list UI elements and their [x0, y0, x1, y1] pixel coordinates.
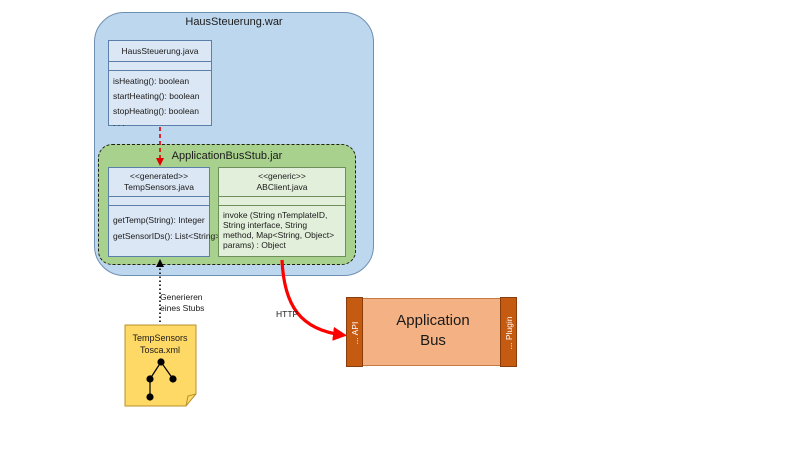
- http-arrow: [280, 259, 347, 341]
- note-label-line: Tosca.xml: [139, 345, 180, 355]
- operations-compartment: invoke (String nTemplateID, String inter…: [219, 205, 345, 252]
- tree-icon: [146, 358, 177, 401]
- operation: startHeating(): boolean: [113, 91, 200, 101]
- tosca-note-label: TempSensors Tosca.xml: [126, 332, 194, 356]
- operation: getSensorIDs(): List<String>: [113, 231, 221, 241]
- application-bus-label: Application Bus: [356, 311, 510, 351]
- operation-line: invoke (String nTemplateID,: [223, 210, 328, 220]
- operation: isHeating(): boolean: [113, 76, 190, 86]
- operations-compartment: getTemp(String): Integer getSensorIDs():…: [109, 205, 221, 246]
- temp-sensors-header: <<generated>> TempSensors.java: [109, 168, 209, 196]
- bus-label-line: Application: [396, 312, 470, 329]
- ab-client-header: <<generic>> ABClient.java: [219, 168, 345, 196]
- stub-title: ApplicationBusStub.jar: [171, 150, 283, 162]
- note-label-line: TempSensors: [132, 333, 188, 343]
- attributes-compartment: [219, 196, 345, 205]
- ab-client-class[interactable]: <<generic>> ABClient.java invoke (String…: [218, 167, 346, 257]
- application-bus[interactable]: [356, 298, 510, 366]
- haus-steuerung-class[interactable]: HausSteuerung.java isHeating(): boolean …: [108, 40, 212, 128]
- stereotype-label: <<generic>>: [258, 171, 306, 181]
- operation-line: String interface, String: [223, 220, 308, 230]
- operation-line: params) : Object: [223, 240, 286, 250]
- generation-label-line: eines Stubs: [160, 303, 205, 313]
- operation: stopHeating(): boolean: [113, 106, 200, 116]
- ab-client-class-name: ABClient.java: [256, 182, 308, 192]
- temp-sensors-class[interactable]: <<generated>> TempSensors.java getTemp(S…: [108, 167, 221, 257]
- note-fold: [185, 393, 197, 407]
- bus-label-line: Bus: [420, 332, 446, 349]
- haus-steuerung-class-name: HausSteuerung.java: [121, 46, 199, 56]
- operation-line: method, Map<String, Object>: [223, 230, 335, 240]
- operation-ellipsis: . . .: [113, 118, 125, 128]
- generation-label-line: Generieren: [160, 292, 203, 302]
- stereotype-label: <<generated>>: [129, 171, 189, 181]
- plugin-port[interactable]: ... Plugin: [500, 297, 517, 367]
- temp-sensors-class-name: TempSensors.java: [124, 182, 194, 192]
- generation-label: Generieren eines Stubs: [160, 292, 204, 314]
- attributes-compartment: [109, 61, 211, 70]
- operation: getTemp(String): Integer: [113, 215, 205, 225]
- operations-compartment: isHeating(): boolean startHeating(): boo…: [109, 70, 211, 130]
- http-label: HTTP: [276, 309, 299, 319]
- war-title: HausSteuerung.war: [185, 16, 283, 28]
- attributes-compartment: [109, 196, 209, 205]
